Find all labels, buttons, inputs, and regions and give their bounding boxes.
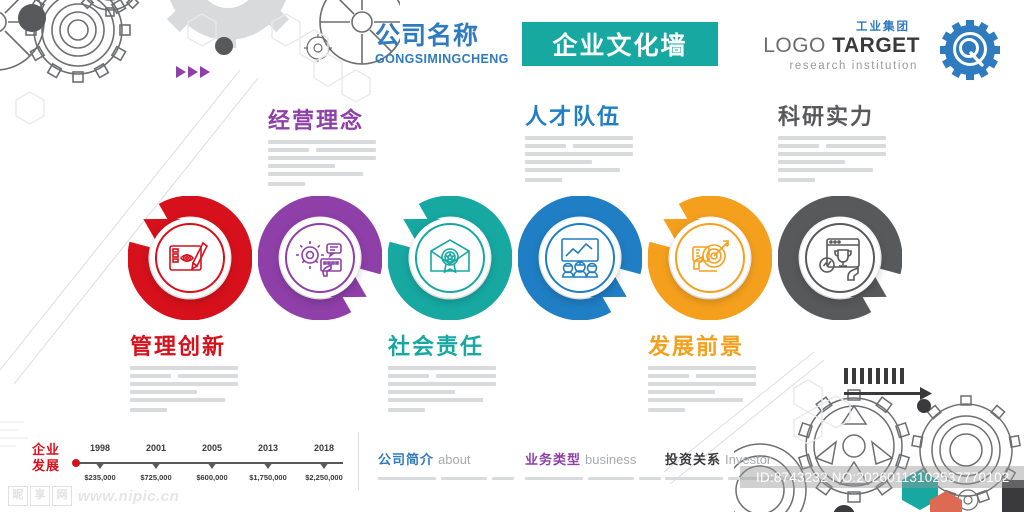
timeline-caret-1 [95,462,105,469]
node-heading-4: 人才队伍 [525,104,622,129]
footer-link-cn-1: 公司简介 [378,452,435,467]
watermark-url: www.nipic.cn [78,487,180,505]
vertical-divider [358,432,359,490]
timeline-label-line1: 企业 [32,442,61,457]
timeline-year-2: 2001 [145,443,167,453]
footer-link-en-2: business [585,452,637,467]
node-disc-1[interactable] [150,218,230,298]
process-node-6[interactable] [778,196,902,320]
footer-link-en-1: about [438,452,471,467]
process-node-4[interactable] [518,196,642,320]
timeline-caret-2 [151,462,161,469]
logo-wordmark: LOGO TARGET [763,34,920,58]
logo-cn-label: 工业集团 [856,21,910,33]
timeline-amount-4: $1,750,000 [249,473,287,482]
node-heading-3: 社会责任 [388,334,485,359]
node-body-lines-4 [525,136,633,182]
footer-link-lines-1 [378,470,519,488]
design-tablet-eye-pen-icon [169,241,209,271]
node-body-lines-2 [268,140,376,186]
timeline-amount-2: $725,000 [140,473,172,482]
node-disc-6[interactable] [800,218,880,298]
node-body-lines-6 [778,136,886,182]
timeline-label: 企业 发展 [32,442,74,474]
timeline-year-1: 1998 [89,443,111,453]
watermark-glyph-3: 网 [52,486,72,506]
envelope-award-ribbon-icon [430,239,470,274]
timeline-year-4: 2013 [257,443,279,453]
footer-link-lines-2 [525,470,666,488]
process-node-1[interactable] [128,196,252,320]
watermark-glyph-2: 享 [30,486,50,506]
node-heading-6: 科研实力 [778,104,875,129]
image-id-text: ID:8743232 NO:20260113102537770102 [756,469,1010,485]
gear-dashboard-hand-icon [296,241,342,277]
node-heading-2: 经营理念 [268,108,365,133]
process-node-3[interactable] [388,196,512,320]
footer-link-en-3: Investor [725,452,772,467]
node-heading-1: 管理创新 [130,334,227,359]
watermark-glyph-1: 昵 [8,486,28,506]
node-body-lines-1 [130,366,238,412]
footer-link-cn-2: 业务类型 [525,452,582,467]
timeline-label-line2: 发展 [32,458,61,473]
logo-word-light: LOGO [763,34,833,57]
header: 公司名称 GONGSIMINGCHENG 企业文化墙 工业集团 LOGO TAR… [0,0,1024,90]
process-node-5[interactable] [648,196,772,320]
timeline-caret-5 [319,462,329,469]
company-name: 公司名称 [375,22,480,50]
browser-trophy-hand-icon [819,238,860,281]
timeline-amount-5: $2,250,000 [305,473,343,482]
node-disc-5[interactable] [670,218,750,298]
gear-q-logo-icon [940,20,1000,80]
node-disc-4[interactable] [540,218,620,298]
process-node-2[interactable] [258,196,382,320]
timeline-caret-3 [207,462,217,469]
timeline-start-dot [72,459,80,467]
target-arrow-thumbsup-icon [692,240,729,272]
site-watermark: 昵 享 网 www.nipic.cn [8,483,179,509]
timeline-year-5: 2018 [313,443,335,453]
timeline-caret-4 [263,462,273,469]
node-body-lines-5 [648,366,756,412]
node-disc-2[interactable] [280,218,360,298]
logo-block: 工业集团 LOGO TARGET research institution [763,16,1006,80]
node-disc-3[interactable] [410,218,490,298]
company-name-pinyin: GONGSIMINGCHENG [375,52,509,66]
presentation-team-icon [561,238,599,278]
timeline-year-3: 2005 [201,443,223,453]
image-id-watermark: ID:8743232 NO:20260113102537770102 [740,466,1024,488]
logo-tagline: research institution [789,60,918,72]
footer-link-lines-3 [665,470,806,488]
logo-word-bold: TARGET [832,34,920,57]
culture-wall-badge: 企业文化墙 [522,22,718,66]
node-heading-5: 发展前景 [648,334,745,359]
footer-link-cn-3: 投资关系 [665,452,722,467]
timeline-amount-1: $235,000 [84,473,116,482]
culture-wall-badge-label: 企业文化墙 [552,32,688,60]
timeline-amount-3: $600,000 [196,473,228,482]
company-growth-timeline: 1998 $235,000 2001 $725,000 2005 $600,000 2… [72,443,343,482]
node-body-lines-3 [388,366,496,412]
